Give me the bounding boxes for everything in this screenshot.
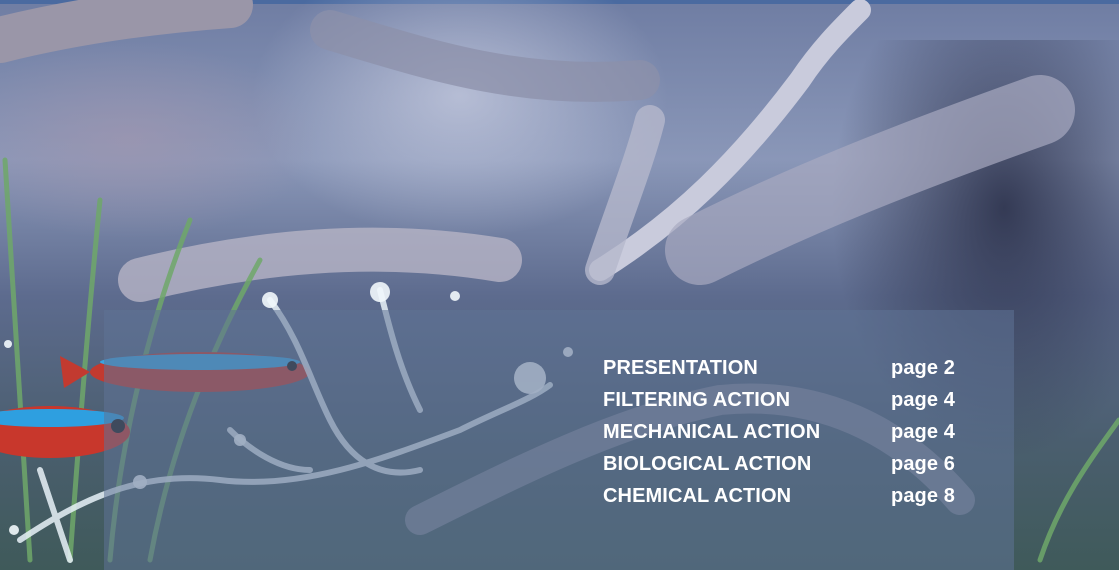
contents-panel: [104, 310, 1014, 570]
cardinal-tetra-fish-2: [0, 406, 130, 458]
plant-blade-5: [1037, 417, 1119, 563]
toc-label: CHEMICAL ACTION: [603, 484, 792, 507]
toc-page-number: page 4: [891, 388, 955, 411]
toc-page-number: page 4: [891, 420, 955, 443]
plant-blade-1: [2, 157, 33, 563]
toc-label: MECHANICAL ACTION: [603, 420, 821, 443]
driftwood-right-mass: [665, 75, 1075, 285]
background-left-glow: [0, 40, 320, 240]
driftwood-branch-right: [589, 0, 871, 281]
table-of-contents: PRESENTATION page 2 FILTERING ACTION pag…: [603, 352, 955, 512]
toc-page-number: page 6: [891, 452, 955, 475]
driftwood-trunk: [585, 105, 665, 285]
toc-item-mechanical-action[interactable]: MECHANICAL ACTION page 4: [603, 416, 955, 448]
driftwood-top-left: [0, 0, 253, 63]
driftwood-middle: [118, 227, 522, 302]
driftwood-top-center: [310, 10, 660, 102]
toc-label: FILTERING ACTION: [603, 388, 791, 411]
toc-label: PRESENTATION: [603, 356, 758, 379]
toc-item-filtering-action[interactable]: FILTERING ACTION page 4: [603, 384, 955, 416]
toc-page-number: page 2: [891, 356, 955, 379]
toc-label: BIOLOGICAL ACTION: [603, 452, 812, 475]
toc-item-presentation[interactable]: PRESENTATION page 2: [603, 352, 955, 384]
toc-item-biological-action[interactable]: BIOLOGICAL ACTION page 6: [603, 448, 955, 480]
toc-item-chemical-action[interactable]: CHEMICAL ACTION page 8: [603, 480, 955, 512]
toc-page-number: page 8: [891, 484, 955, 507]
